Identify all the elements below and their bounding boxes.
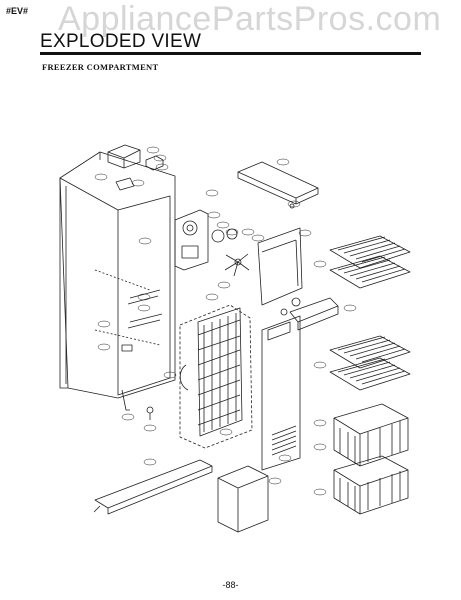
wire-shelf-upper [329,235,411,289]
page-title: EXPLODED VIEW [40,31,202,52]
duct-cover [280,297,339,331]
title-rule [40,52,421,55]
wire-shelf-lower [329,335,411,391]
fan-bracket [174,209,209,271]
defrost-parts [121,289,163,420]
front-cover [217,465,269,533]
section-heading: FREEZER COMPARTMENT [42,62,159,72]
rear-bracket [237,161,319,209]
callout-labels [94,146,357,496]
top-control-box [107,144,164,191]
evaporator-cover [261,315,301,471]
document-code: #EV# [6,6,29,16]
cabinet [59,151,176,411]
rear-panel [257,227,303,306]
watermark: AppliancePartsPros.com [58,0,442,38]
page-number: -88- [222,580,239,590]
freezer-baskets [333,403,409,515]
evaporator [179,304,253,449]
base-rail [93,459,213,515]
fan-blade [211,228,250,277]
